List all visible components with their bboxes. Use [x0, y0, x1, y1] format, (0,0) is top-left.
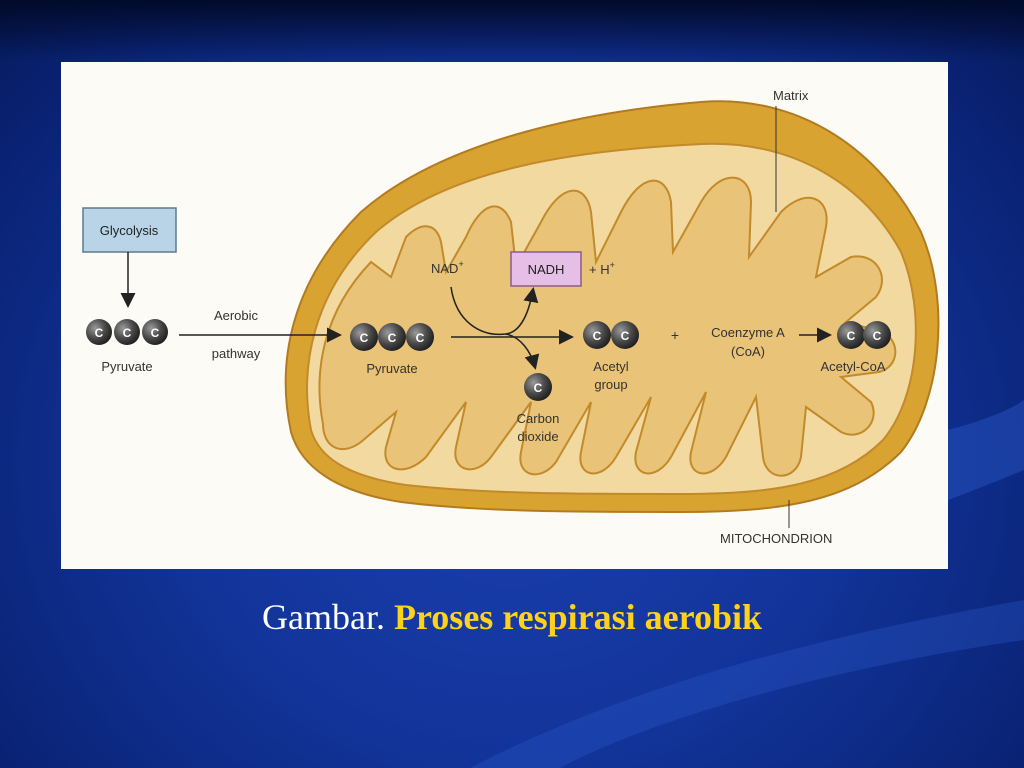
co2-release-arrow [505, 333, 540, 370]
coenzyme-label-1: Coenzyme A [711, 325, 785, 340]
caption-prefix: Gambar. [262, 597, 385, 637]
acetyl-label-1: Acetyl [593, 359, 629, 374]
svg-text:C: C [416, 331, 425, 345]
nad-label: NAD+ [431, 259, 464, 276]
pyruvate-outside-label: Pyruvate [101, 359, 152, 374]
carbon-dioxide-molecule: C [524, 373, 552, 401]
aerobic-label: Aerobic [214, 308, 259, 323]
svg-text:C: C [873, 329, 882, 343]
nad-to-nadh-arrow [450, 286, 539, 336]
acetyl-group-molecule: C C [583, 321, 639, 349]
pyruvate-outside-molecule: C C C [86, 319, 168, 345]
acetyl-coa-molecule: C C [837, 321, 891, 349]
svg-text:C: C [360, 331, 369, 345]
pathway-label: pathway [212, 346, 261, 361]
svg-text:C: C [388, 331, 397, 345]
figure-panel: Matrix MITOCHONDRION Glycolysis C C C Py… [61, 62, 948, 569]
acetyl-coa-label: Acetyl-CoA [820, 359, 885, 374]
h-label: + H+ [589, 260, 615, 277]
acetyl-label-2: group [594, 377, 627, 392]
figure-caption: Gambar. Proses respirasi aerobik [0, 596, 1024, 638]
plus-sign: + [671, 327, 679, 343]
top-shade [0, 0, 1024, 60]
caption-title: Proses respirasi aerobik [393, 597, 762, 637]
mitochondrion-diagram: Matrix MITOCHONDRION Glycolysis C C C Py… [82, 88, 940, 546]
svg-text:C: C [593, 329, 602, 343]
svg-text:C: C [847, 329, 856, 343]
pyruvate-inside-label: Pyruvate [366, 361, 417, 376]
nadh-box [510, 251, 582, 287]
mitochondrion-label: MITOCHONDRION [720, 531, 832, 546]
svg-text:C: C [95, 326, 104, 340]
svg-text:C: C [151, 326, 160, 340]
nadh-label: NADH [528, 262, 565, 277]
pyruvate-inside-molecule: C C C [350, 323, 434, 351]
svg-text:C: C [621, 329, 630, 343]
matrix-label: Matrix [773, 88, 809, 103]
carbon-dioxide-label-1: Carbon [517, 411, 560, 426]
coenzyme-label-2: (CoA) [731, 344, 765, 359]
glycolysis-label: Glycolysis [100, 223, 159, 238]
glycolysis-box [82, 207, 177, 253]
carbon-dioxide-label-2: dioxide [517, 429, 558, 444]
svg-text:C: C [123, 326, 132, 340]
svg-text:C: C [534, 381, 543, 395]
